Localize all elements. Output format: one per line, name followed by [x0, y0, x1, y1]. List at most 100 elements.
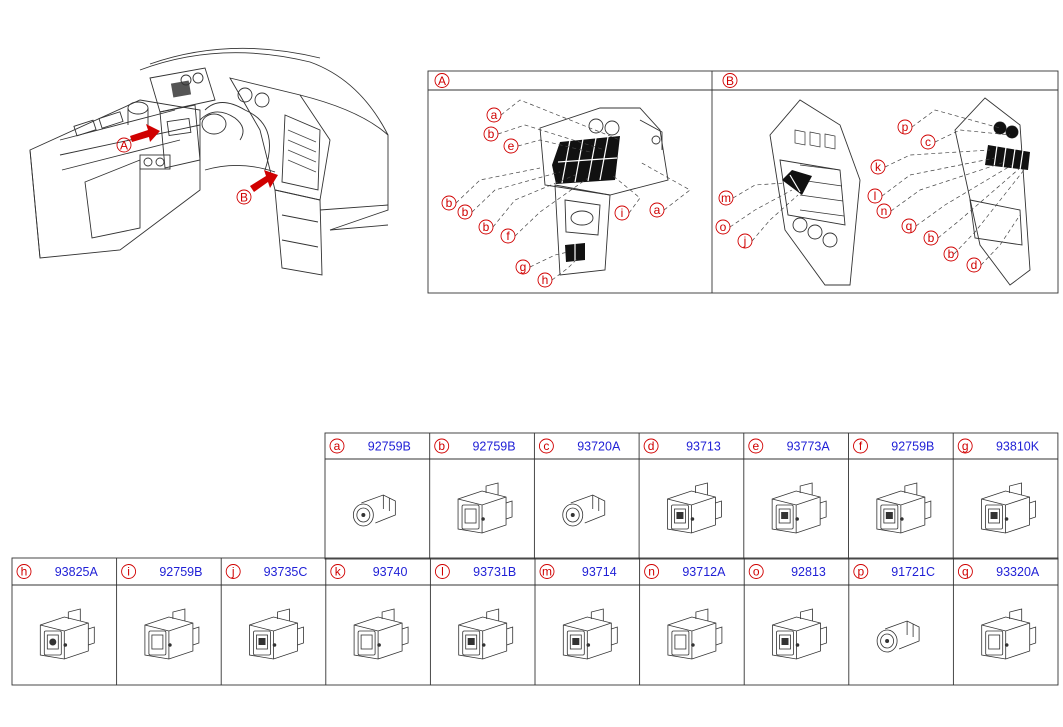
callout-circle: [649, 202, 665, 218]
callout-letter: i: [621, 206, 624, 220]
callout-circle: [457, 204, 473, 220]
callout-letter: b: [446, 196, 453, 210]
detail-a-callout: a: [649, 202, 665, 218]
part-letter: h: [21, 565, 28, 579]
callout-letter: h: [542, 273, 549, 287]
callout-circle: [923, 230, 939, 246]
callout-letter: q: [906, 219, 913, 233]
switch-symbol-icon: [981, 482, 1036, 534]
callout-circle: [853, 438, 868, 454]
detail-b-illustration: [769, 97, 1031, 286]
callout-circle: [225, 564, 241, 579]
callout-letter: k: [875, 160, 882, 174]
callout-circle: [957, 564, 973, 579]
callout-circle: [434, 73, 450, 88]
part-number: 93712A: [682, 565, 726, 579]
detail-b-callout: d: [966, 257, 982, 273]
part-number: 93735C: [264, 565, 308, 579]
callout-circle: [434, 564, 450, 579]
callout-letter: b: [483, 220, 490, 234]
switch-plain-icon: [144, 608, 200, 660]
switch-round-icon: [876, 620, 920, 653]
detail-a-callout: g: [515, 259, 531, 275]
part-cell: b 92759B: [434, 438, 516, 534]
callout-circle: [748, 564, 764, 579]
part-number: 93720A: [577, 440, 621, 454]
detail-b-callout: k: [870, 159, 886, 175]
detail-a-callout: b: [457, 204, 473, 220]
detail-a-callout: h: [537, 272, 553, 288]
part-cell: i 92759B: [121, 564, 202, 660]
part-letter: c: [543, 439, 549, 453]
callout-circle: [644, 564, 660, 579]
detail-b-callout: q: [901, 218, 917, 234]
detail-b-leaders: [729, 109, 1025, 266]
part-cell: l 93731B: [434, 564, 516, 660]
callout-circle: [897, 119, 913, 135]
switch-round-icon: [352, 494, 396, 527]
part-number: 93714: [582, 565, 617, 579]
callout-circle: [441, 195, 457, 211]
callout-circle: [614, 205, 630, 221]
part-number: 93320A: [996, 565, 1040, 579]
callout-letter: l: [874, 189, 877, 203]
detail-b-callout: b: [943, 246, 959, 262]
part-number: 92759B: [472, 440, 515, 454]
detail-a-leaders: [455, 99, 691, 281]
detail-a-callout: b: [483, 126, 499, 142]
callout-circle: [715, 219, 731, 235]
callout-circle: [537, 272, 553, 288]
part-letter: b: [438, 439, 445, 453]
callout-letter: p: [902, 120, 909, 134]
part-letter: j: [231, 565, 235, 579]
part-letter: i: [127, 565, 130, 579]
part-letter: d: [648, 439, 655, 453]
callout-circle: [876, 203, 892, 219]
overview-arrow-b: B: [236, 170, 278, 205]
detail-b-callout: j: [737, 233, 753, 249]
detail-b-callout: n: [876, 203, 892, 219]
detail-b-callout: m: [718, 190, 734, 206]
callout-letter: b: [488, 127, 495, 141]
callout-circle: [16, 564, 32, 579]
callout-circle: [718, 190, 734, 206]
part-number: 93731B: [473, 565, 516, 579]
parts-table-border: [324, 432, 1059, 560]
switch-plain-icon: [667, 608, 723, 660]
callout-circle: [966, 257, 982, 273]
detail-b-header: B: [722, 73, 738, 88]
callout-letter: a: [654, 203, 661, 217]
switch-symbol-icon: [876, 482, 932, 534]
callout-circle: [722, 73, 738, 88]
callout-circle: [853, 564, 869, 579]
part-letter: e: [752, 439, 759, 453]
detail-b-header-label: B: [726, 74, 734, 88]
callout-circle: [486, 107, 502, 123]
callout-circle: [901, 218, 917, 234]
callout-letter: c: [925, 135, 931, 149]
callout-circle: [515, 259, 531, 275]
detail-a-callout: e: [503, 138, 519, 154]
part-number: 93810K: [996, 440, 1040, 454]
overview-arrow-a: A: [116, 124, 160, 153]
callout-circle: [503, 138, 519, 154]
part-letter: k: [335, 565, 342, 579]
switch-symbol-icon: [771, 482, 827, 534]
part-letter: l: [441, 565, 444, 579]
switch-moon-icon: [39, 608, 95, 660]
callout-circle: [867, 188, 883, 204]
callout-circle: [121, 564, 137, 579]
detail-a-header-label: A: [438, 74, 446, 88]
detail-a-callout: a: [486, 107, 502, 123]
dashboard-overview-illustration: [29, 47, 389, 276]
overview-arrow-b-label: B: [240, 191, 248, 205]
part-number: 92759B: [159, 565, 202, 579]
